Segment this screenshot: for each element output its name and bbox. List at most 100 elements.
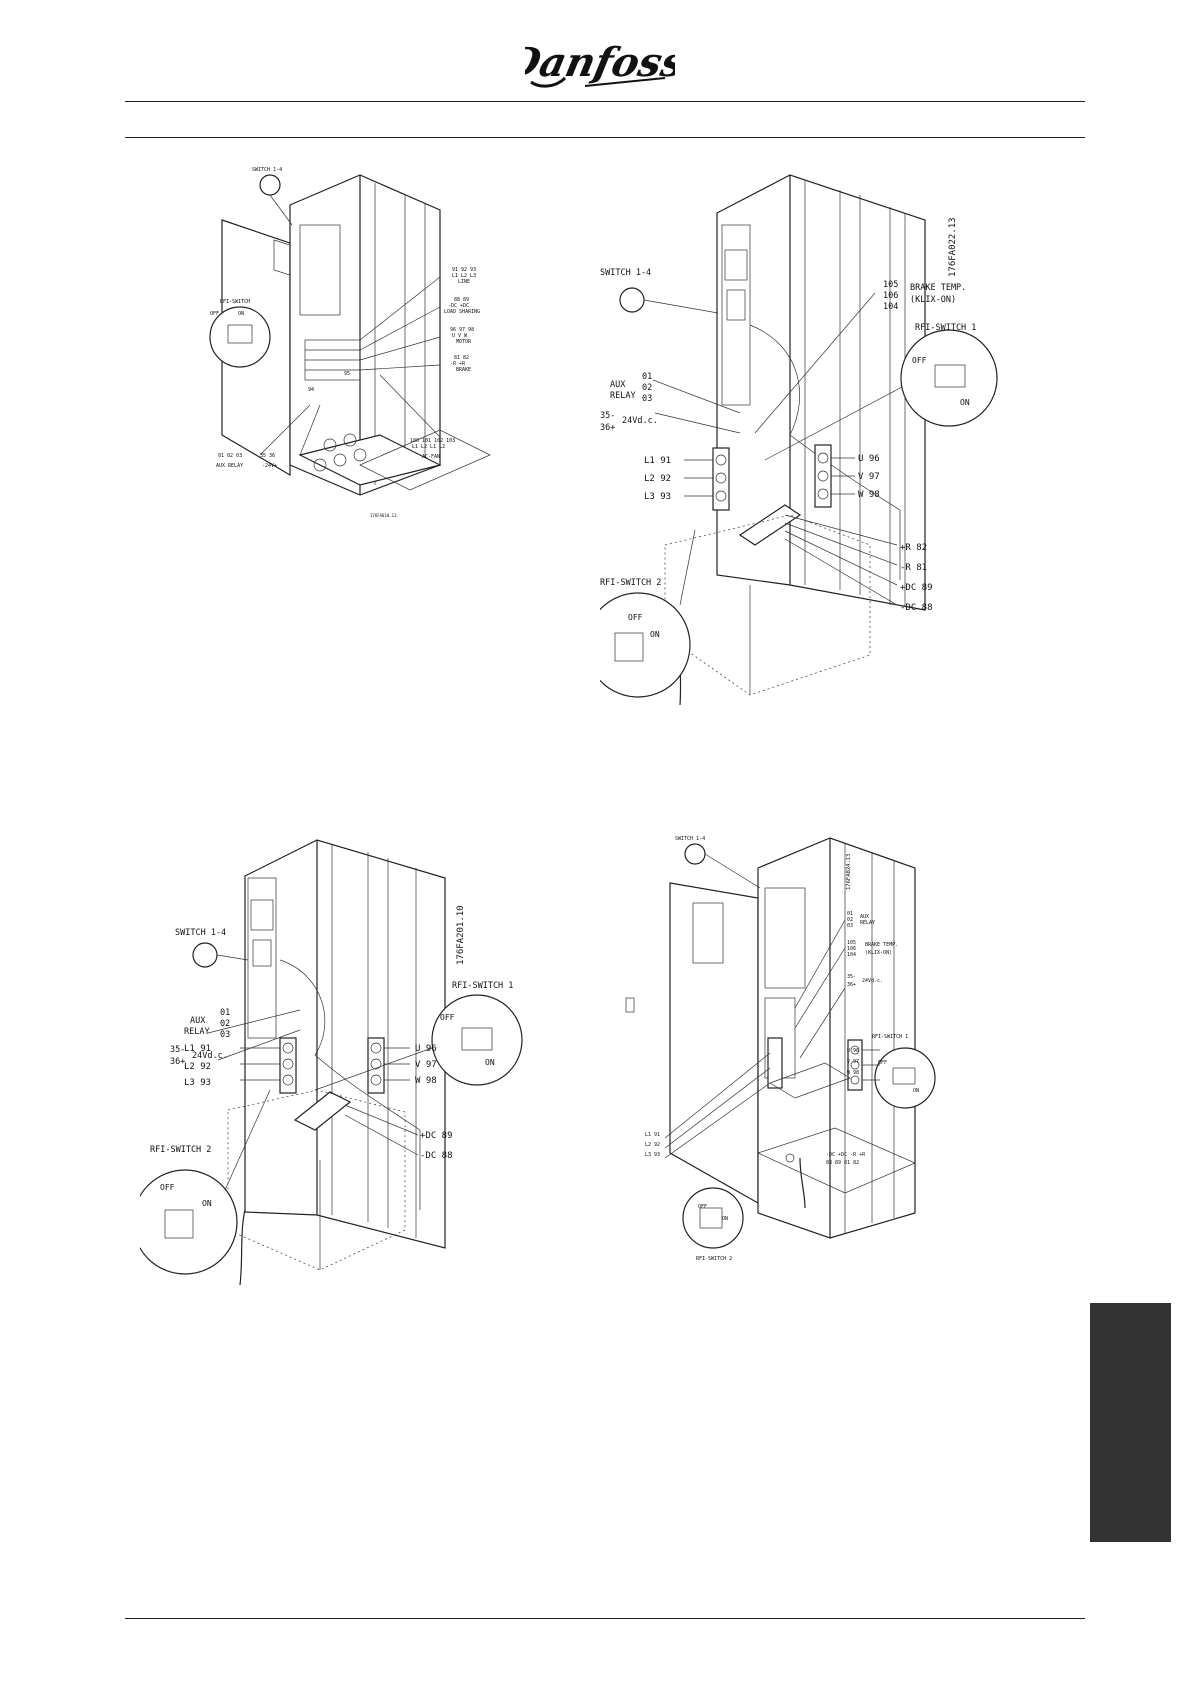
pe-95-label: 95 <box>344 371 350 377</box>
relay-02: 02 <box>847 917 853 923</box>
klix-on-label: (KLIX-ON) <box>865 950 892 956</box>
rfi-switch-2-label: RFI-SWITCH 2 <box>696 1256 732 1262</box>
v24-36: 36+ <box>600 423 615 433</box>
l3-93: L3 93 <box>645 1152 660 1158</box>
relay-label: RELAY <box>860 920 875 926</box>
motor-uvw: U V W <box>452 333 468 339</box>
dc-row-label: -DC +DC -R +R <box>826 1152 866 1158</box>
relay-label: RELAY <box>610 391 636 401</box>
dc-minus-88: -DC 88 <box>900 603 933 613</box>
rfi-1-on: ON <box>960 398 970 407</box>
l1-91: L1 91 <box>645 1132 660 1138</box>
brake-temp-label: BRAKE TEMP. <box>910 283 966 293</box>
brake-temp-106: 106 <box>847 946 856 952</box>
l2-92: L2 92 <box>184 1062 211 1072</box>
figure-frame-drive-open: SWITCH 1-4 RFI-SWITCH OFF ON 91 92 93 L1… <box>200 165 530 525</box>
relay-03: 03 <box>642 394 652 404</box>
rfi-2-on: ON <box>722 1216 728 1222</box>
figure-compact-drive-without-brake: 176FA201.10 SWITCH 1-4 RFI-SWITCH 1 OFF … <box>140 830 590 1360</box>
l2-92: L2 92 <box>645 1142 660 1148</box>
rfi-switch-2-label: RFI-SWITCH 2 <box>600 578 661 588</box>
rfi-switch-1-label: RFI-SWITCH 1 <box>872 1034 908 1040</box>
figure-compact-drive-with-brake: 176FA022.13 SWITCH 1-4 105 106 104 BRAKE… <box>600 165 1050 755</box>
rfi-switch-label: RFI-SWITCH <box>220 299 250 305</box>
brake-temp-104: 104 <box>847 952 856 958</box>
brake-numbers: 81 82 <box>454 355 469 361</box>
v24-35: 35- <box>847 974 856 980</box>
rfi-switch-1-label: RFI-SWITCH 1 <box>915 323 976 333</box>
motor-label: MOTOR <box>456 339 472 345</box>
dc-row-numbers: 88 89 81 82 <box>826 1160 859 1166</box>
r-plus-82: +R 82 <box>900 543 927 553</box>
rfi-2-on: ON <box>202 1199 212 1208</box>
aux-label: AUX <box>610 380 626 390</box>
rfi-2-off: OFF <box>628 613 643 622</box>
drawing-code: 176FA024.13 <box>846 854 852 890</box>
dc-minus-88: -DC 88 <box>420 1151 453 1161</box>
load-sharing-numbers: 88 89 <box>454 297 469 303</box>
relay-03: 03 <box>847 923 853 929</box>
v24-label: -24V+ <box>262 463 277 469</box>
footer-rule <box>125 1618 1085 1619</box>
rfi-switch-2-label: RFI-SWITCH 2 <box>150 1145 211 1155</box>
rfi-switch-1-label: RFI-SWITCH 1 <box>452 981 513 991</box>
klix-on-label: (KLIX-ON) <box>910 295 956 305</box>
rfi-1-off: OFF <box>912 356 927 365</box>
relay-01: 01 <box>642 372 652 382</box>
switch-1-4-label: SWITCH 1-4 <box>675 836 705 842</box>
u-96: U 96 <box>847 1048 859 1054</box>
brake-temp-105: 105 <box>847 940 856 946</box>
relay-label: RELAY <box>184 1027 210 1037</box>
l2-92: L2 92 <box>644 474 671 484</box>
figure-large-drive-door-open: 176FA024.13 SWITCH 1-4 01 02 03 AUX RELA… <box>610 828 1030 1268</box>
v-97: V 97 <box>847 1059 859 1065</box>
brand-logotype: Danfoss <box>525 38 675 85</box>
l3-93: L3 93 <box>184 1078 211 1088</box>
rfi-1-on: ON <box>913 1088 919 1094</box>
dc-plus-89: +DC 89 <box>900 583 933 593</box>
switch-1-4-label: SWITCH 1-4 <box>600 268 651 278</box>
rfi-2-on: ON <box>650 630 660 639</box>
v24-label: 24Vd.c. <box>622 416 658 426</box>
brake-r: -R +R <box>450 361 466 367</box>
danfoss-logo: Danfoss <box>525 38 675 88</box>
brake-label: BRAKE <box>456 367 471 373</box>
aux-relay-label: AUX RELAY <box>216 463 243 469</box>
header-rule-bottom <box>125 137 1085 138</box>
l3-93: L3 93 <box>644 492 671 502</box>
line-label: LINE <box>458 279 470 285</box>
rfi-2-off: OFF <box>698 1204 707 1210</box>
rfi-1-off: OFF <box>878 1060 887 1066</box>
v-97: V 97 <box>415 1060 437 1070</box>
switch-1-4-label: SWITCH 1-4 <box>252 167 282 173</box>
l1-91: L1 91 <box>184 1044 211 1054</box>
relay-numbers: 01 02 03 <box>218 453 242 459</box>
dc-plus-89: +DC 89 <box>420 1131 453 1141</box>
section-thumb-tab <box>1090 1303 1171 1542</box>
fan-numbers: 100 101 102 103 <box>410 438 455 444</box>
motor-numbers: 96 97 98 <box>450 327 474 333</box>
relay-03: 03 <box>220 1030 230 1040</box>
aux-label: AUX <box>190 1016 206 1026</box>
w-98: W 98 <box>847 1070 859 1076</box>
u-96: U 96 <box>415 1044 437 1054</box>
rfi-1-off: OFF <box>440 1013 455 1022</box>
w-98: W 98 <box>858 490 880 500</box>
relay-02: 02 <box>220 1019 230 1029</box>
v24-35: 35- <box>600 411 615 421</box>
drawing-code: 176FA022.13 <box>948 217 958 277</box>
w-98: W 98 <box>415 1076 437 1086</box>
relay-01: 01 <box>220 1008 230 1018</box>
v24-36: 36+ <box>170 1057 185 1067</box>
brake-temp-105: 105 <box>883 280 898 290</box>
header-rule-top <box>125 101 1085 102</box>
drawing-code: 176FA010.13 <box>370 513 397 518</box>
aux-label: AUX <box>860 914 869 920</box>
line-numbers: 91 92 93 <box>452 267 476 273</box>
v24-label: 24Vd.c. <box>862 978 883 984</box>
v24-label: 24Vd.c. <box>192 1051 228 1061</box>
v24-numbers: 35 36 <box>260 453 275 459</box>
brake-temp-106: 106 <box>883 291 898 301</box>
load-sharing-label: LOAD SHARING <box>444 309 480 315</box>
brake-temp-104: 104 <box>883 302 898 312</box>
